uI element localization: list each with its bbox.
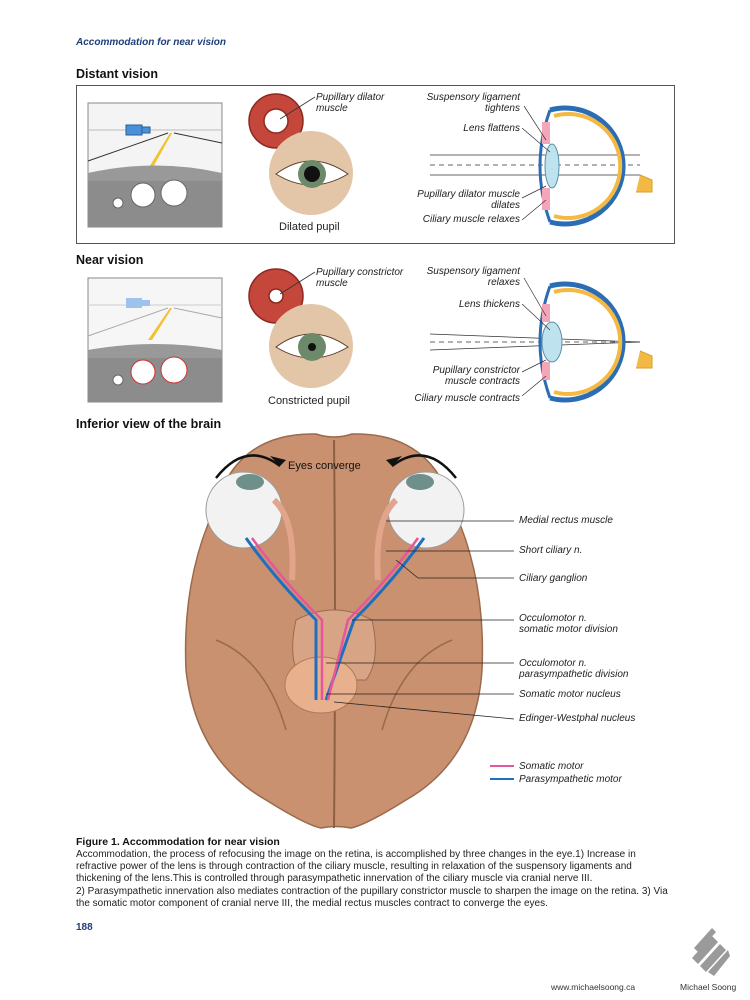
- distant-ciliary-label: Ciliary muscle relaxes: [422, 214, 520, 225]
- near-vision-title: Near vision: [76, 253, 144, 267]
- occulomotor-somatic-label-2: somatic motor division: [519, 624, 618, 635]
- brain-section-title: Inferior view of the brain: [76, 417, 222, 431]
- near-lens-label: Lens thickens: [458, 299, 520, 310]
- author-logo-icon: [692, 928, 730, 976]
- constricted-eye-illustration: [269, 304, 353, 388]
- dilator-muscle-icon: [248, 93, 316, 149]
- constrictor-muscle-label: Pupillary constrictor muscle: [316, 267, 404, 289]
- dilated-pupil-caption: Dilated pupil: [279, 221, 340, 233]
- ciliary-ganglion-label: Ciliary ganglion: [519, 573, 588, 584]
- distant-eye-cross-section: [430, 105, 653, 227]
- legend-somatic-label: Somatic motor: [519, 761, 584, 772]
- distant-vision-panel: [76, 85, 675, 244]
- distant-vision-title: Distant vision: [76, 67, 158, 81]
- dilator-muscle-label: Pupillary dilator muscle: [316, 92, 385, 114]
- running-header: Accommodation for near vision: [76, 37, 227, 48]
- dilated-eye-illustration: [269, 131, 353, 215]
- distant-ligament-label: Suspensory ligament tightens: [426, 92, 520, 114]
- brain-inferior-view: [184, 433, 515, 829]
- page-number: 188: [76, 922, 93, 933]
- near-pupil-muscle-label: Pupillary constrictor muscle contracts: [432, 365, 520, 387]
- constricted-pupil-caption: Constricted pupil: [268, 395, 350, 407]
- occulomotor-para-label-2: parasympathetic division: [519, 669, 629, 680]
- near-road-scene: [87, 277, 223, 403]
- occulomotor-somatic-label-1: Occulomotor n.: [519, 613, 587, 624]
- near-ciliary-label: Ciliary muscle contracts: [414, 393, 520, 404]
- distant-lens-label: Lens flattens: [463, 123, 520, 134]
- occulomotor-para-label-1: Occulomotor n.: [519, 658, 587, 669]
- distant-pupil-muscle-label: Pupillary dilator muscle dilates: [417, 189, 520, 211]
- edinger-westphal-label: Edinger-Westphal nucleus: [519, 713, 636, 724]
- website-link[interactable]: www.michaelsoong.ca: [551, 982, 636, 992]
- somatic-motor-nucleus-label: Somatic motor nucleus: [519, 689, 621, 700]
- author-name: Michael Soong: [680, 982, 737, 992]
- eyes-converge-label: Eyes converge: [288, 460, 361, 472]
- figure-body: Accommodation, the process of refocusing…: [76, 849, 668, 909]
- legend-parasympathetic-label: Parasympathetic motor: [519, 774, 622, 785]
- near-ligament-label: Suspensory ligament relaxes: [426, 266, 520, 288]
- figure-title: Figure 1. Accommodation for near vision: [76, 836, 280, 848]
- medial-rectus-label: Medial rectus muscle: [519, 515, 613, 526]
- legend-somatic-swatch: [490, 765, 514, 767]
- near-eye-cross-section: [429, 277, 653, 403]
- legend-parasympathetic-swatch: [490, 778, 514, 780]
- distant-road-scene: [87, 102, 223, 228]
- short-ciliary-label: Short ciliary n.: [519, 545, 583, 556]
